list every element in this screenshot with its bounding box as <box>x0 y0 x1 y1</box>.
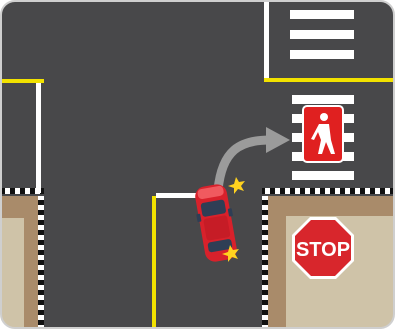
pedestrian-signal <box>303 106 343 162</box>
stop-sign-label: STOP <box>296 239 350 261</box>
sidewalk-bottom-left <box>0 188 44 329</box>
crosswalk-top <box>290 10 354 59</box>
stop-sign: STOP <box>292 217 354 279</box>
